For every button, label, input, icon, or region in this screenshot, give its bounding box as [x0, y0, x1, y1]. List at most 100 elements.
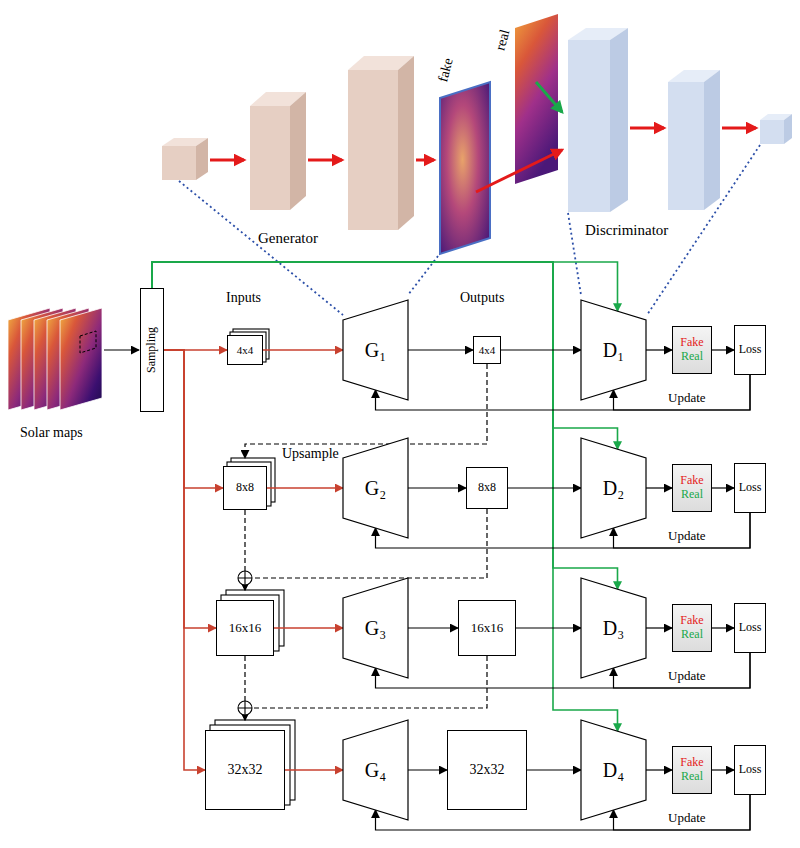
connector — [376, 653, 751, 688]
block-face — [348, 70, 398, 230]
block-face — [668, 82, 704, 210]
connector — [376, 375, 751, 410]
flow-arrow — [416, 159, 434, 162]
connector — [152, 262, 618, 731]
solar-map — [60, 308, 102, 410]
discriminator-block: D₁ — [581, 300, 646, 400]
node-text: D₃ — [603, 617, 624, 640]
block-face — [196, 138, 208, 180]
trapezoid — [343, 300, 408, 400]
sampling-box: Sampling — [140, 288, 164, 412]
sum-cross — [238, 571, 252, 585]
caption-label: Generator — [258, 230, 318, 247]
output-box: 16x16 — [458, 600, 516, 656]
trapezoid — [343, 578, 408, 678]
input-stack: 4x4 — [227, 335, 263, 365]
input-stack: 32x32 — [205, 730, 285, 810]
verdict-text: Fake — [680, 336, 703, 350]
real-fake-box: FakeReal — [672, 326, 712, 374]
zoom-line — [179, 181, 343, 315]
connector — [376, 795, 751, 830]
connector — [712, 349, 734, 350]
discriminator-block: D₂ — [581, 438, 646, 538]
verdict-text: Fake — [680, 614, 703, 628]
connector — [285, 769, 343, 771]
real-fake-box: FakeReal — [672, 464, 712, 512]
output-box: 4x4 — [473, 336, 501, 364]
node-text: G₃ — [365, 617, 386, 640]
step-label: Update — [668, 669, 706, 684]
connector — [712, 487, 734, 488]
flow-arrow — [722, 127, 756, 130]
node-text: 8x8 — [478, 481, 496, 495]
connectors — [152, 262, 750, 830]
image-label: real — [493, 28, 514, 52]
step-label: Update — [668, 529, 706, 544]
generator-block: G₁ — [343, 300, 408, 400]
image-label: fake — [435, 56, 457, 83]
node-text: 8x8 — [236, 481, 254, 495]
node-text: D₂ — [603, 477, 624, 500]
verdict-text: Real — [681, 488, 703, 502]
sum-cross — [238, 701, 252, 715]
sample-window — [80, 331, 96, 353]
connector — [501, 349, 581, 350]
node-text: G₂ — [365, 477, 386, 500]
column-label: Outputs — [460, 290, 504, 306]
zoom-line — [568, 213, 581, 295]
node-text: Sampling — [145, 327, 159, 373]
connector — [274, 627, 343, 629]
real-fake-box: FakeReal — [672, 604, 712, 652]
connector — [267, 487, 343, 489]
trapezoid — [343, 438, 408, 538]
sum-circle — [238, 571, 252, 585]
connector — [376, 513, 751, 548]
connector — [712, 627, 734, 628]
sum-symbol — [238, 701, 252, 715]
discriminator-block: D₃ — [581, 578, 646, 678]
block-face — [610, 28, 628, 212]
generator-block: G₂ — [343, 438, 408, 538]
output-box: 8x8 — [466, 467, 508, 509]
node-text: 32x32 — [228, 762, 263, 778]
connector — [164, 350, 216, 628]
verdict-text: Real — [681, 770, 703, 784]
connector — [646, 769, 672, 770]
connector — [516, 627, 581, 628]
node-text: Loss — [739, 763, 762, 777]
fake-map — [440, 82, 490, 254]
trapezoid — [343, 720, 408, 820]
caption-label: Discriminator — [585, 222, 668, 239]
block-face — [398, 56, 414, 230]
loss-box: Loss — [734, 463, 766, 513]
node-text: Loss — [739, 343, 762, 357]
node-text: Loss — [739, 621, 762, 635]
flow-arrow — [630, 127, 664, 130]
connector — [408, 627, 458, 628]
trapezoid — [581, 578, 646, 678]
input-stack: 8x8 — [223, 466, 267, 510]
trapezoid — [581, 438, 646, 538]
block-face — [250, 106, 290, 210]
node-text: G₁ — [365, 339, 386, 362]
caption-label: Solar maps — [20, 425, 83, 441]
trapezoid — [581, 720, 646, 820]
zoom-lines — [179, 145, 760, 315]
node-text: 32x32 — [470, 762, 505, 778]
connector — [646, 627, 672, 628]
block-face — [760, 120, 784, 144]
connector — [646, 487, 672, 488]
block-face — [704, 70, 720, 210]
node-text: 16x16 — [471, 621, 504, 636]
verdict-text: Fake — [680, 474, 703, 488]
node-text: 4x4 — [237, 344, 254, 357]
trapezoid — [581, 300, 646, 400]
block-face — [568, 40, 610, 212]
node-text: G₄ — [365, 759, 386, 782]
solar-maps-stack — [8, 308, 139, 410]
connector — [263, 349, 343, 351]
output-box: 32x32 — [447, 730, 527, 810]
flow-arrow — [536, 82, 562, 112]
